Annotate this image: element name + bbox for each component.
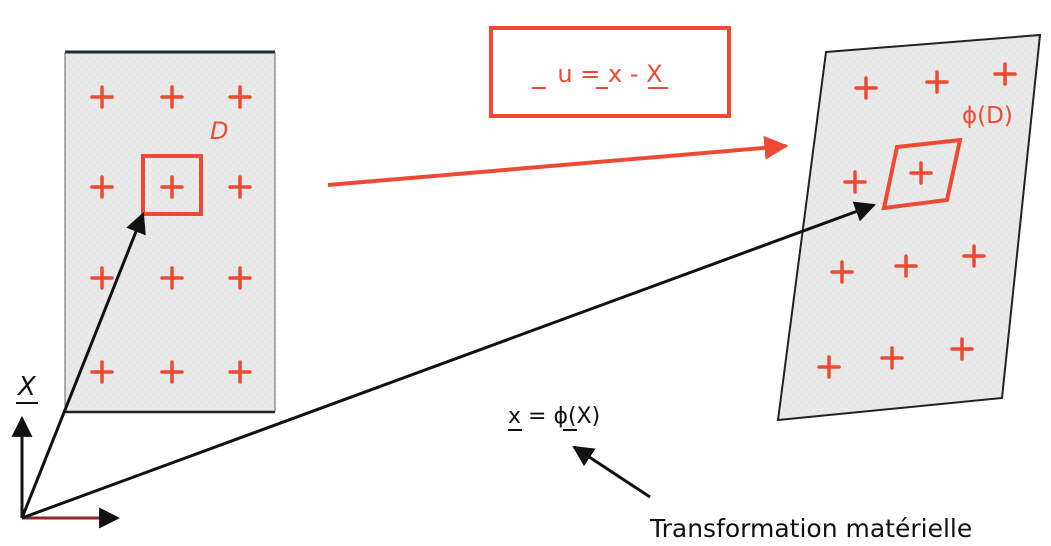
material-point-marker bbox=[90, 85, 114, 109]
material-point-marker bbox=[925, 70, 949, 94]
material-point-marker bbox=[90, 175, 114, 199]
material-point-marker bbox=[854, 76, 878, 100]
material-point-marker bbox=[843, 170, 867, 194]
domain-d-box bbox=[141, 154, 203, 216]
deformed-domain-box bbox=[881, 137, 963, 211]
material-point-marker bbox=[90, 266, 114, 290]
material-point-marker bbox=[894, 254, 918, 278]
material-point-marker bbox=[90, 360, 114, 384]
material-point-marker bbox=[228, 360, 252, 384]
transformation-caption: Transformation matérielle bbox=[649, 514, 972, 543]
domain-d-label: D bbox=[210, 117, 228, 145]
material-point-marker bbox=[228, 175, 252, 199]
current-position-vector bbox=[21, 201, 876, 520]
material-point-marker bbox=[830, 260, 854, 284]
deformed-configuration: ϕ(D) bbox=[776, 33, 1042, 422]
initial-position-vector bbox=[20, 212, 146, 519]
displacement-formula: u = x - X bbox=[489, 26, 731, 118]
mapping-arrow bbox=[327, 135, 789, 187]
deformed-panel bbox=[776, 33, 1042, 422]
initial-material-points bbox=[90, 85, 252, 384]
initial-panel bbox=[65, 52, 275, 412]
displacement-formula-text: u = x - X bbox=[557, 60, 662, 88]
initial-configuration: D bbox=[64, 50, 276, 414]
material-point-marker bbox=[993, 62, 1017, 86]
material-point-marker bbox=[160, 360, 184, 384]
displacement-formula-box bbox=[489, 26, 731, 118]
material-point-marker bbox=[228, 85, 252, 109]
material-point-marker bbox=[228, 266, 252, 290]
material-point-marker bbox=[160, 266, 184, 290]
material-point-marker bbox=[160, 175, 184, 199]
caption-arrow bbox=[572, 445, 651, 499]
material-point-marker bbox=[950, 337, 974, 361]
material-point-marker bbox=[817, 355, 841, 379]
material-point-marker bbox=[880, 346, 904, 370]
position-x-label: X bbox=[16, 372, 37, 402]
material-point-marker bbox=[962, 244, 986, 268]
deformed-material-points bbox=[817, 62, 1017, 379]
reference-axes bbox=[11, 415, 121, 529]
material-point-marker bbox=[909, 161, 933, 185]
deformed-domain-label: ϕ(D) bbox=[962, 103, 1013, 129]
transformation-formula: x = ϕ(X) bbox=[508, 404, 600, 429]
material-point-marker bbox=[160, 85, 184, 109]
